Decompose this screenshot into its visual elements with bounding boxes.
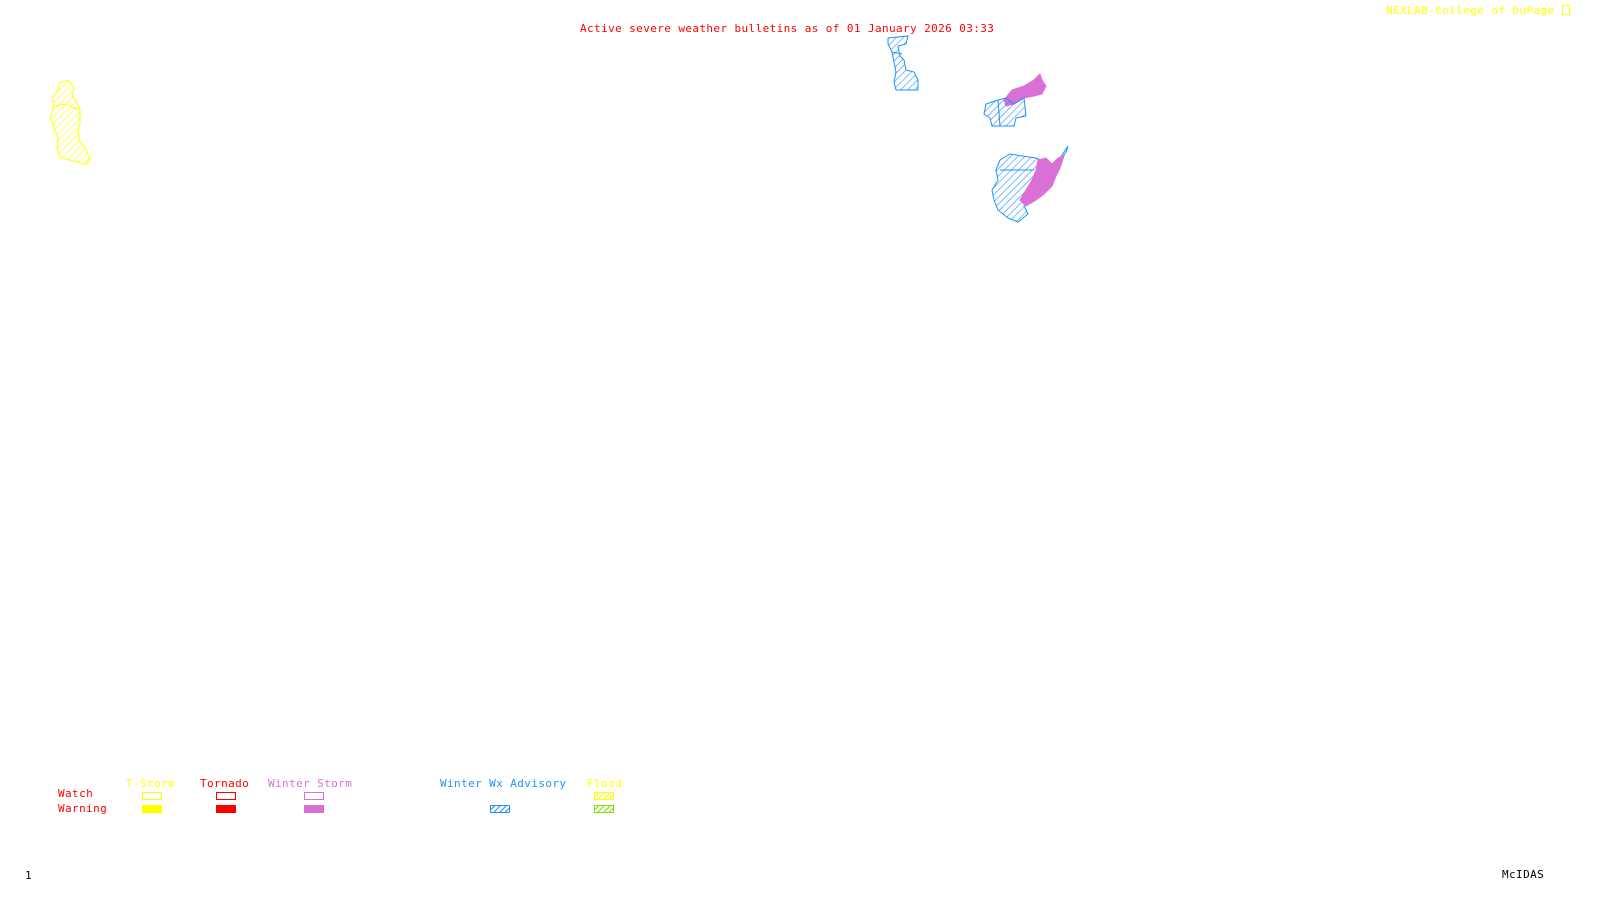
legend-watch-label: Watch: [58, 787, 94, 800]
legend-flood-label: Flood: [587, 777, 623, 790]
winter-advisory-north: [887, 35, 919, 91]
legend-tornado-watch-swatch: [216, 792, 236, 800]
legend-flood-watch-swatch: [594, 792, 614, 800]
legend-tstorm-warning-swatch: [142, 805, 162, 813]
legend-tstorm-watch-swatch: [142, 792, 162, 800]
legend-winter-storm-watch-swatch: [304, 792, 324, 800]
legend-winter-storm-warning-swatch: [304, 805, 324, 813]
frame-number: 1: [25, 869, 33, 882]
legend-tornado-warning-swatch: [216, 805, 236, 813]
legend-tstorm-label: T-Storm: [126, 777, 176, 790]
bulletin-title: Active severe weather bulletins as of 01…: [580, 22, 995, 35]
winter-advisory-east-lower: [991, 145, 1069, 223]
cursor-arrow-icon: [1561, 5, 1570, 15]
winter-storm-warning-lower: [1019, 155, 1065, 207]
legend-flood-warning-swatch: [594, 805, 614, 813]
legend-warning-label: Warning: [58, 802, 108, 815]
software-label: McIDAS: [1502, 868, 1545, 881]
legend-tornado-label: Tornado: [200, 777, 250, 790]
legend-winter-storm-label: Winter Storm: [268, 777, 353, 790]
credit-text: NEXLAB-College of DuPage: [1386, 4, 1555, 17]
legend-winter-advisory-label: Winter Wx Advisory: [440, 777, 567, 790]
tstorm-watch-west: [49, 79, 91, 166]
winter-advisory-east-upper: [983, 97, 1027, 127]
legend-winter-advisory-swatch: [490, 805, 510, 813]
credit-label: NEXLAB-College of DuPage: [1386, 5, 1570, 17]
